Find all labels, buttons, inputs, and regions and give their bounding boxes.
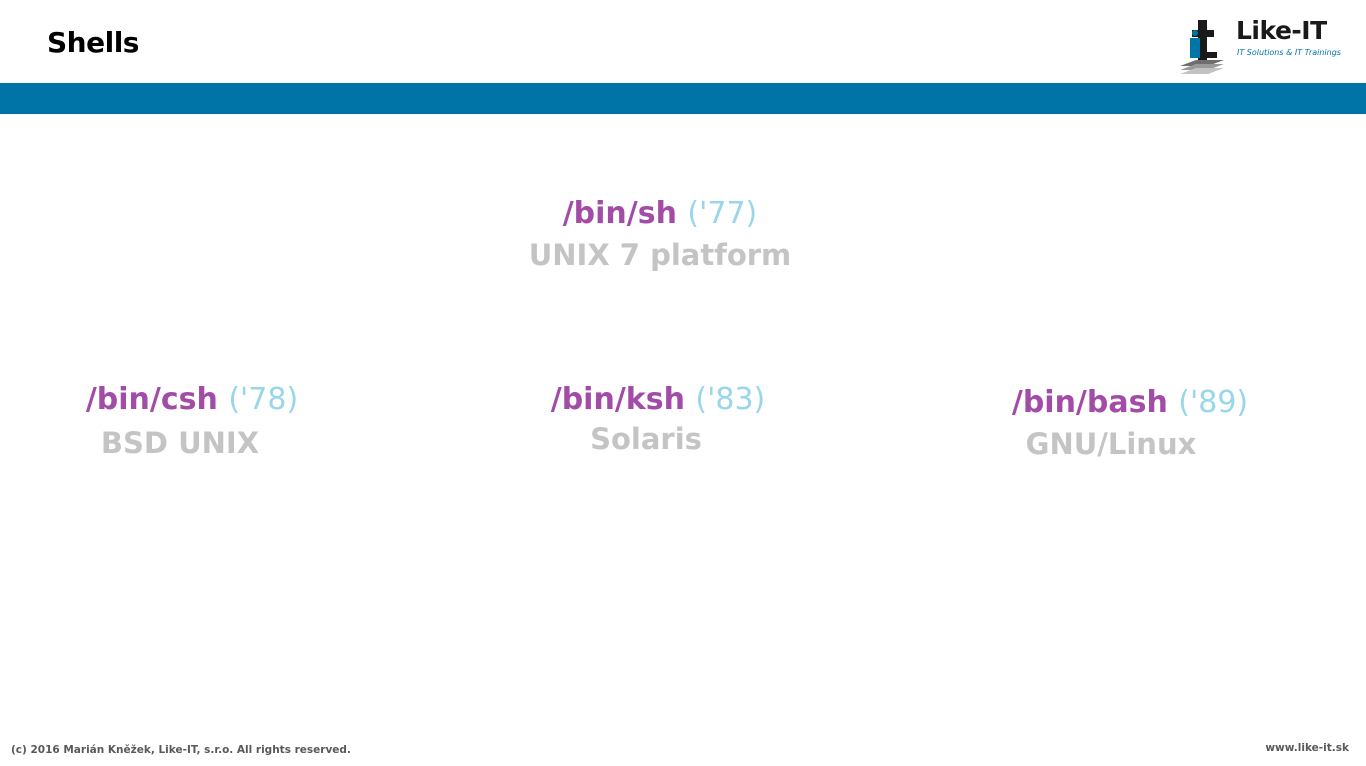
shell-csh-path: /bin/csh	[85, 382, 218, 417]
shell-sh-year: ('77)	[687, 196, 758, 231]
shell-bash-name: /bin/bash ('89)	[990, 385, 1270, 421]
header-band	[0, 83, 1366, 114]
shell-ksh: /bin/ksh ('83) Solaris	[528, 382, 788, 456]
shell-bash-platform: GNU/Linux	[1025, 427, 1197, 461]
shell-bash-year: ('89)	[1178, 385, 1249, 420]
shell-csh-name: /bin/csh ('78)	[62, 382, 322, 418]
footer-website[interactable]: www.like-it.sk	[1265, 742, 1349, 754]
shell-csh-platform: BSD UNIX	[100, 426, 260, 460]
shell-ksh-name: /bin/ksh ('83)	[528, 382, 788, 418]
slide-title: Shells	[47, 26, 139, 59]
like-it-logo-icon	[1180, 20, 1224, 74]
logo-name: Like-IT	[1236, 16, 1327, 45]
shell-sh-platform: UNIX 7 platform	[528, 238, 792, 272]
logo-tagline: IT Solutions & IT Trainings	[1237, 48, 1341, 57]
shell-ksh-path: /bin/ksh	[550, 382, 685, 417]
shell-csh: /bin/csh ('78) BSD UNIX	[62, 382, 322, 460]
shell-sh-name: /bin/sh ('77)	[520, 196, 800, 232]
shell-bash-path: /bin/bash	[1011, 385, 1168, 420]
shell-bash: /bin/bash ('89) GNU/Linux	[990, 385, 1270, 461]
shell-ksh-platform: Solaris	[590, 422, 702, 456]
shell-ksh-year: ('83)	[695, 382, 766, 417]
shell-csh-year: ('78)	[228, 382, 299, 417]
shell-sh-path: /bin/sh	[562, 196, 677, 231]
footer-copyright: (c) 2016 Marián Kněžek, Like-IT, s.r.o. …	[11, 744, 351, 756]
shell-sh: /bin/sh ('77) UNIX 7 platform	[520, 196, 800, 272]
company-logo[interactable]: Like-IT IT Solutions & IT Trainings	[1178, 16, 1348, 76]
